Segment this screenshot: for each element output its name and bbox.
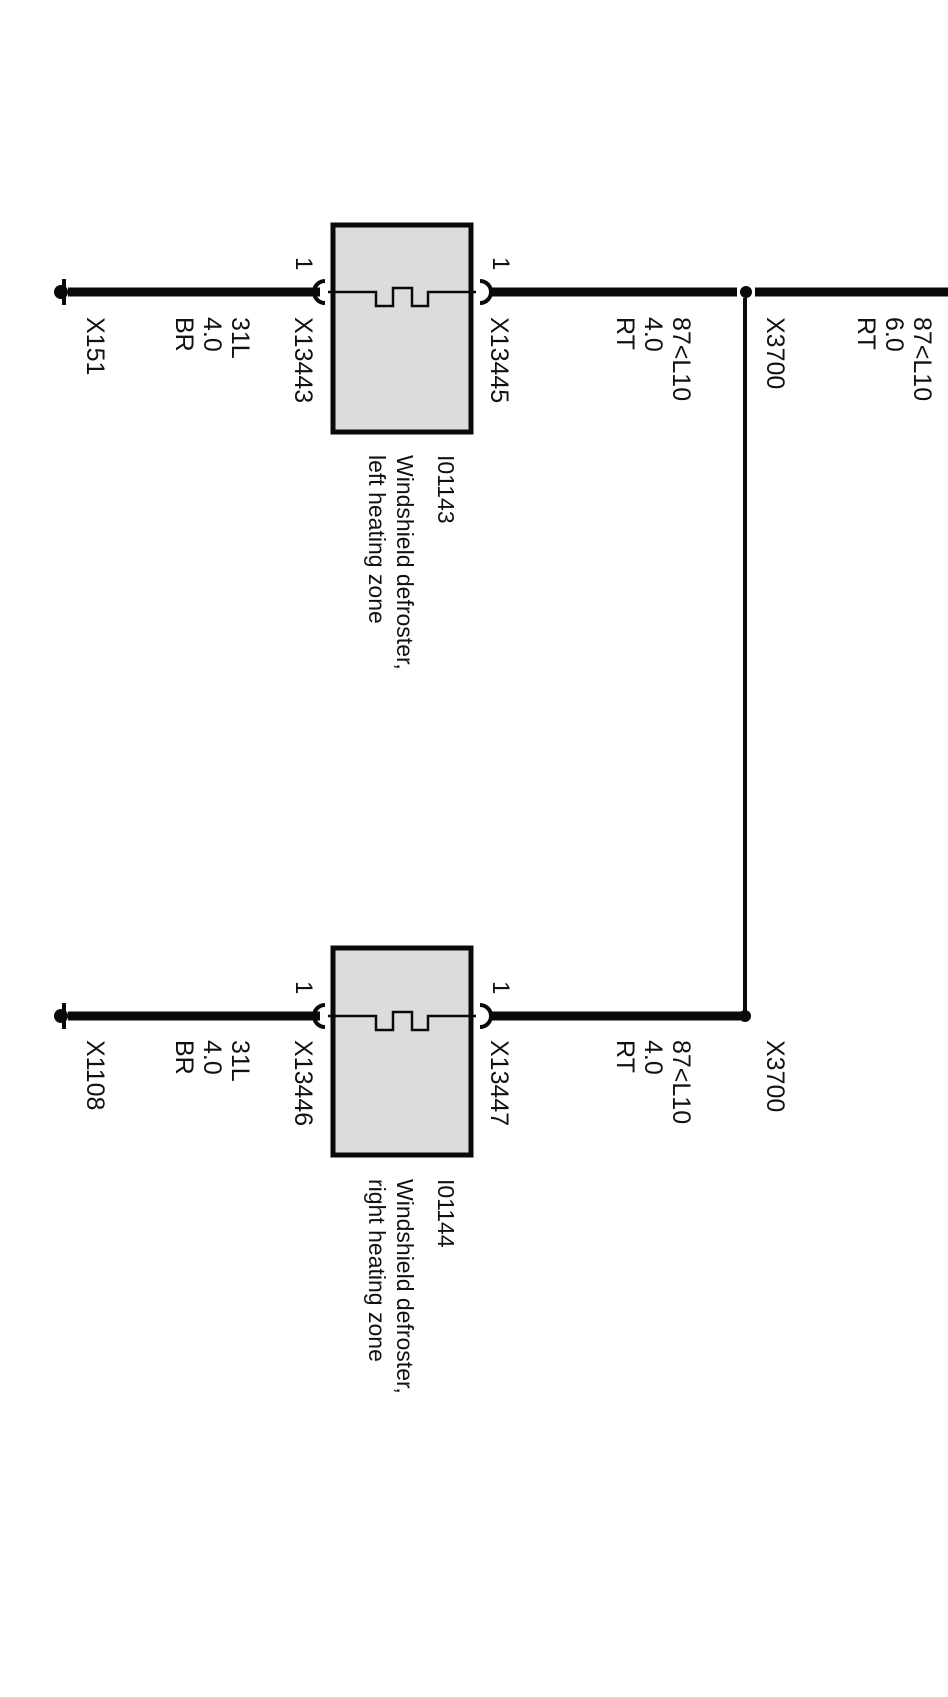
- component-id-right: I01144: [433, 1179, 459, 1248]
- pin-label-left-top: 1: [487, 257, 514, 270]
- component-desc-left-line2: left heating zone: [364, 455, 390, 624]
- ground-left-color: BR: [170, 317, 198, 352]
- connector-arc-right-top: [479, 1003, 493, 1029]
- feed-main-color: RT: [852, 317, 880, 350]
- connector-label-left-top: X13445: [485, 317, 513, 403]
- heater-element-left: [328, 286, 476, 308]
- splice-label-left: X3700: [761, 317, 789, 389]
- component-box-right: [330, 945, 474, 1158]
- ground-right-color: BR: [170, 1040, 198, 1075]
- component-desc-right-line2: right heating zone: [364, 1179, 390, 1362]
- feed-right-circuit: 87<L10: [667, 1040, 695, 1124]
- ground-label-right: X1108: [81, 1040, 109, 1110]
- splice-dot-right: [739, 1010, 751, 1022]
- connector-arc-right-bottom: [312, 1003, 326, 1029]
- splice-label-right: X3700: [761, 1040, 789, 1112]
- component-desc-right-line1: Windshield defroster,: [392, 1179, 418, 1394]
- pin-label-right-top: 1: [487, 981, 514, 994]
- connector-label-right-top: X13447: [485, 1040, 513, 1126]
- feed-left-circuit: 87<L10: [667, 317, 695, 401]
- ground-label-left: X151: [81, 317, 109, 375]
- component-id-left: I01143: [433, 455, 459, 524]
- heater-element-right: [328, 1010, 476, 1032]
- ground-left-circuit: 31L: [226, 317, 254, 359]
- pin-label-right-bottom: 1: [290, 981, 317, 994]
- pin-label-left-bottom: 1: [290, 257, 317, 270]
- feed-main-circuit: 87<L10: [908, 317, 936, 401]
- feed-right-color: RT: [611, 1040, 639, 1073]
- connector-label-left-bottom: X13443: [289, 317, 317, 403]
- ground-right-size: 4.0: [198, 1040, 226, 1075]
- connector-arc-left-top: [479, 279, 493, 305]
- connector-arc-left-bottom: [312, 279, 326, 305]
- ground-right-circuit: 31L: [226, 1040, 254, 1082]
- feed-left-color: RT: [611, 317, 639, 350]
- ground-symbol-right: [54, 1003, 68, 1029]
- feed-main-size: 6.0: [880, 317, 908, 352]
- ground-symbol-left: [54, 279, 68, 305]
- connector-label-right-bottom: X13446: [289, 1040, 317, 1126]
- ground-left-size: 4.0: [198, 317, 226, 352]
- feed-left-size: 4.0: [639, 317, 667, 352]
- feed-right-size: 4.0: [639, 1040, 667, 1075]
- splice-dot-left: [740, 286, 752, 298]
- component-desc-left-line1: Windshield defroster,: [392, 455, 418, 670]
- component-box-left: [330, 222, 474, 435]
